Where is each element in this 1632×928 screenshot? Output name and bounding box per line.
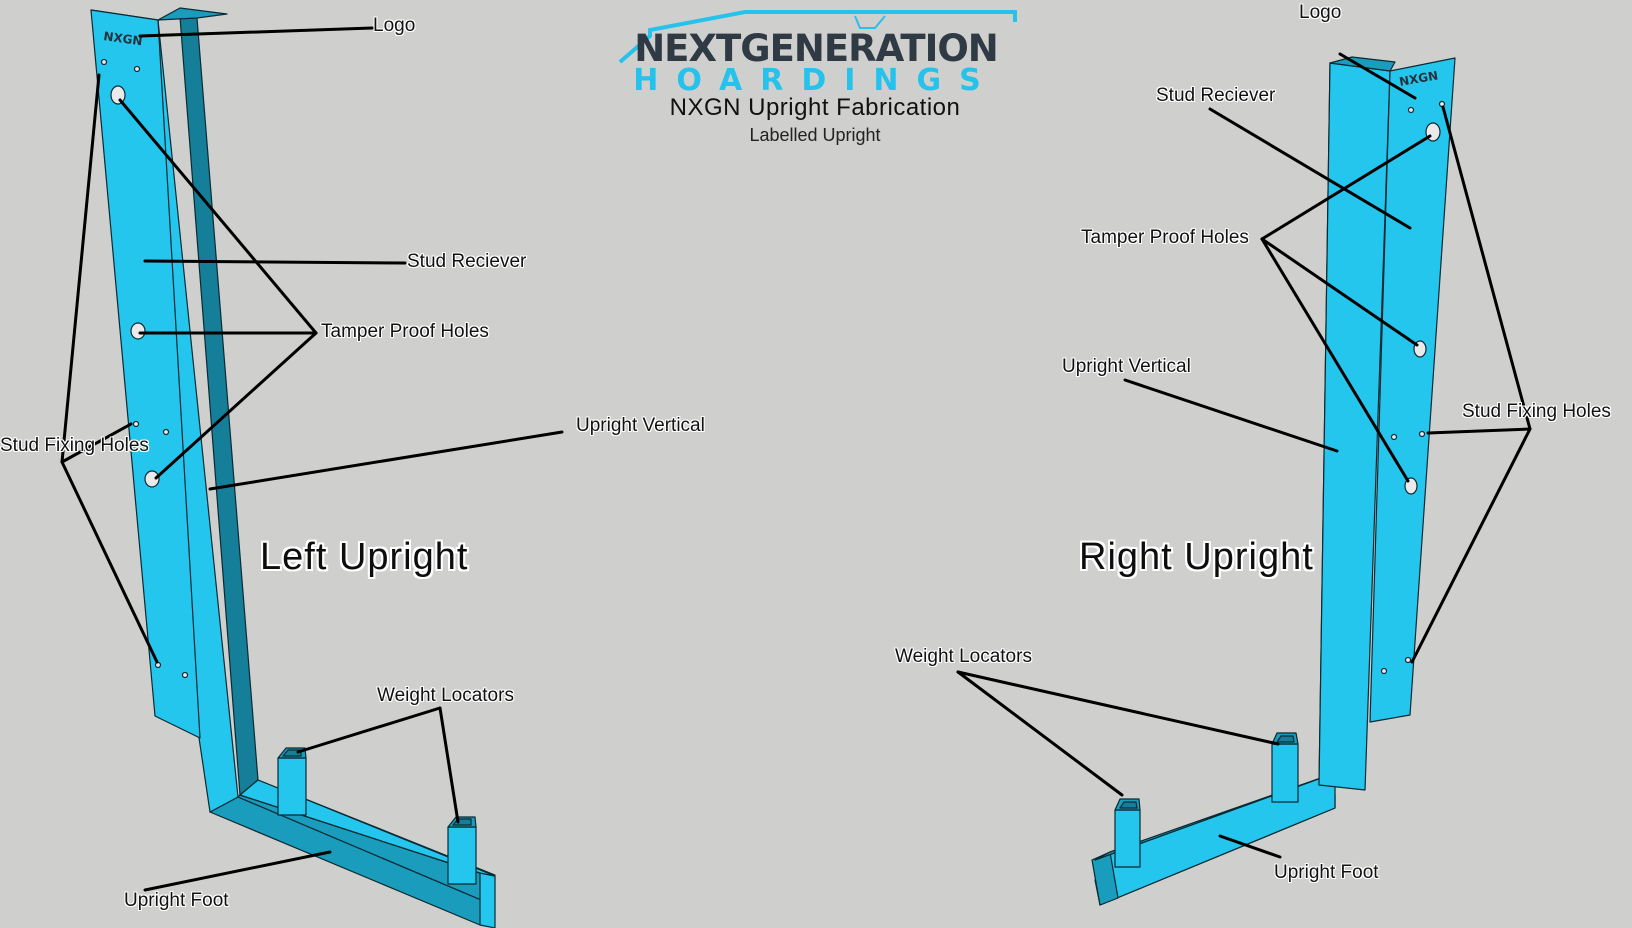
label-left-weight-locators: Weight Locators xyxy=(377,685,514,706)
right-fixing-hole xyxy=(1390,433,1398,441)
left-foot-end xyxy=(479,872,496,928)
right-fixing-hole xyxy=(1418,430,1426,438)
label-right-stud-fixing-holes: Stud Fixing Holes xyxy=(1462,401,1611,422)
leader-left-tamper-1 xyxy=(118,98,318,335)
right-weight-locator-1 xyxy=(1271,732,1299,803)
leader-left-weight-1 xyxy=(296,706,442,754)
leader-right-stud-fixing-3 xyxy=(1410,427,1532,664)
left-weight-locator-2 xyxy=(447,816,477,885)
left-fixing-hole xyxy=(100,58,108,66)
leader-right-tamper-1 xyxy=(1260,134,1432,241)
label-left-tamper-proof-holes: Tamper Proof Holes xyxy=(321,321,489,342)
heading-right-upright: Right Upright xyxy=(1079,536,1314,578)
label-left-upright-foot: Upright Foot xyxy=(124,890,229,911)
leader-left-logo xyxy=(138,26,374,38)
left-fixing-hole xyxy=(133,65,141,73)
leader-right-weight-2 xyxy=(956,670,1124,797)
right-fixing-hole xyxy=(1407,106,1415,114)
leader-left-foot xyxy=(143,850,332,892)
right-vertical-top xyxy=(1329,56,1396,72)
leader-left-tamper-3 xyxy=(154,331,318,480)
label-right-tamper-proof-holes: Tamper Proof Holes xyxy=(1081,227,1249,248)
label-left-logo: Logo xyxy=(373,15,416,36)
right-fixing-hole xyxy=(1404,656,1412,664)
right-fixing-hole xyxy=(1380,667,1388,675)
page-title: NXGN Upright Fabrication xyxy=(669,94,961,121)
label-left-upright-vertical: Upright Vertical xyxy=(576,415,705,436)
left-vertical-top xyxy=(157,7,228,21)
left-stud-plate xyxy=(90,9,201,739)
right-part-logo: NXGN xyxy=(1398,68,1439,89)
leader-right-tamper-2 xyxy=(1260,237,1419,347)
leader-left-stud-fixing-2 xyxy=(60,422,133,464)
label-right-upright-vertical: Upright Vertical xyxy=(1062,356,1191,377)
label-right-stud-reciever: Stud Reciever xyxy=(1156,85,1276,106)
right-weight-locator-2 xyxy=(1114,798,1141,868)
leader-right-stud-fixing-1 xyxy=(1441,105,1532,431)
leader-left-stud-fixing-1 xyxy=(60,73,101,464)
right-upright xyxy=(1091,56,1456,906)
left-fixing-hole xyxy=(181,671,189,679)
left-upright xyxy=(90,7,496,928)
page-subtitle: Labelled Upright xyxy=(749,125,881,145)
left-fixing-hole xyxy=(132,420,140,428)
label-right-logo: Logo xyxy=(1299,2,1342,23)
leader-lines xyxy=(60,26,1532,892)
label-left-stud-reciever: Stud Reciever xyxy=(407,251,527,272)
leader-left-weight-2 xyxy=(438,706,460,824)
right-stud-plate xyxy=(1369,57,1456,723)
leader-right-foot xyxy=(1218,834,1282,859)
left-tamper-hole-3 xyxy=(144,470,160,488)
label-left-stud-fixing-holes: Stud Fixing Holes xyxy=(0,435,149,456)
leader-left-stud-fixing-3 xyxy=(60,460,159,664)
leader-right-logo xyxy=(1338,52,1417,100)
heading-left-upright: Left Upright xyxy=(260,536,469,578)
left-weight-locator-1 xyxy=(277,747,307,816)
leader-right-upright-vertical xyxy=(1123,378,1339,453)
left-tamper-hole-2 xyxy=(130,322,146,340)
leader-left-upright-vertical xyxy=(208,430,564,491)
leader-right-stud-fixing-2 xyxy=(1426,427,1532,435)
leader-right-tamper-3 xyxy=(1260,237,1410,483)
label-right-weight-locators: Weight Locators xyxy=(895,646,1032,667)
left-part-logo: NXGN xyxy=(103,29,144,48)
leader-left-stud-reciever xyxy=(143,259,407,265)
left-fixing-hole xyxy=(162,428,170,436)
logo-next-generation: NEXTGENERATION xyxy=(634,27,999,70)
logo-hoardings: HOARDINGS xyxy=(633,63,999,98)
label-right-upright-foot: Upright Foot xyxy=(1274,862,1379,883)
header-logo-frame xyxy=(618,10,1017,64)
leader-right-weight-1 xyxy=(956,670,1280,746)
leader-right-stud-reciever xyxy=(1208,107,1412,230)
